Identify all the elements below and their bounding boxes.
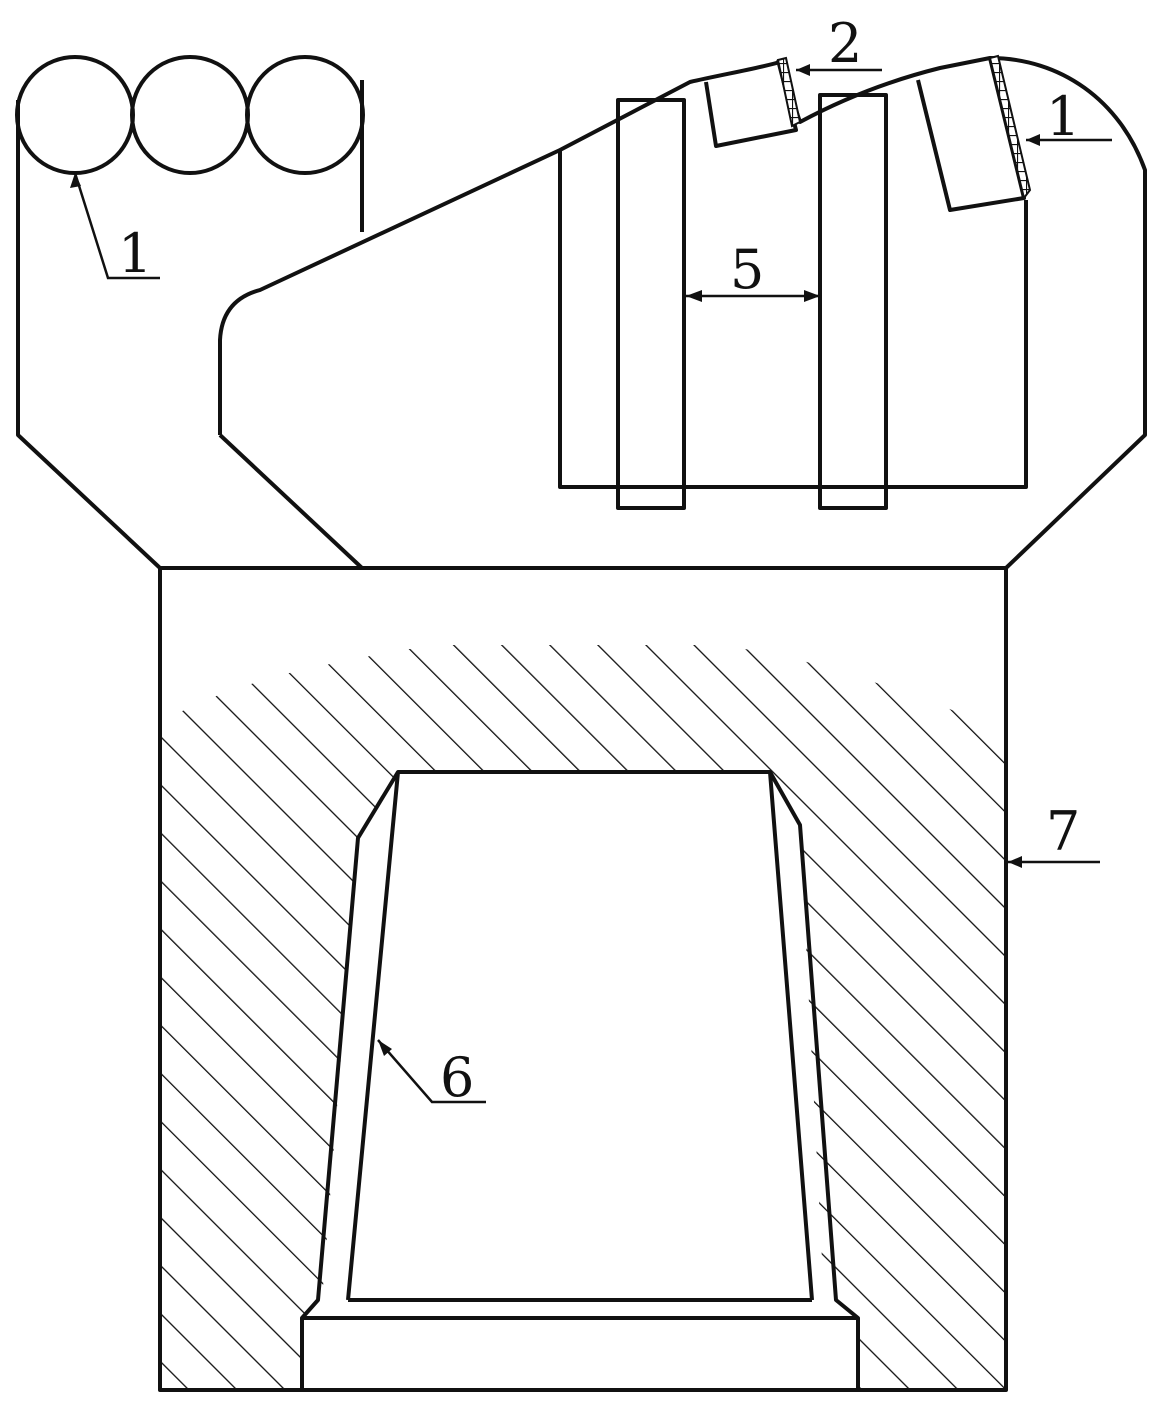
label-1-left: 1 (118, 222, 152, 285)
arrow-1-right (1026, 134, 1040, 146)
cutter-circle-2 (130, 55, 250, 175)
cutter-circle-3 (245, 55, 365, 175)
leader-1-left (73, 172, 160, 280)
label-5: 5 (730, 238, 764, 301)
arrow-5-right (804, 290, 820, 302)
leader-6 (377, 1039, 486, 1104)
crown-inner-frame (558, 150, 1028, 489)
arrow-2 (796, 64, 810, 76)
cavity-outline (300, 770, 860, 1388)
arrow-5-left (686, 290, 702, 302)
arrow-7 (1008, 856, 1022, 868)
strip-right (818, 93, 888, 510)
layer-2 (776, 56, 802, 128)
body-block (158, 566, 1008, 1392)
label-2: 2 (828, 12, 862, 75)
annotations: 1 2 1 5 6 7 (70, 12, 1112, 1109)
body-hatch (162, 645, 1004, 1388)
cutter-row (15, 55, 365, 175)
left-blade-inner (218, 433, 364, 570)
left-blade-outline (16, 80, 364, 570)
label-6: 6 (440, 1046, 474, 1109)
hatch-top-mask (162, 570, 1004, 730)
arrow-1-left (70, 173, 81, 188)
arrow-6 (378, 1040, 392, 1056)
strip-left (616, 98, 686, 510)
inner-wall (346, 771, 814, 1302)
label-1-right: 1 (1046, 85, 1080, 148)
label-7: 7 (1046, 800, 1080, 863)
cutter-circle-1 (15, 55, 135, 175)
layer-right (988, 54, 1032, 201)
crown (16, 54, 1147, 570)
main-crown-outline (218, 56, 1147, 570)
